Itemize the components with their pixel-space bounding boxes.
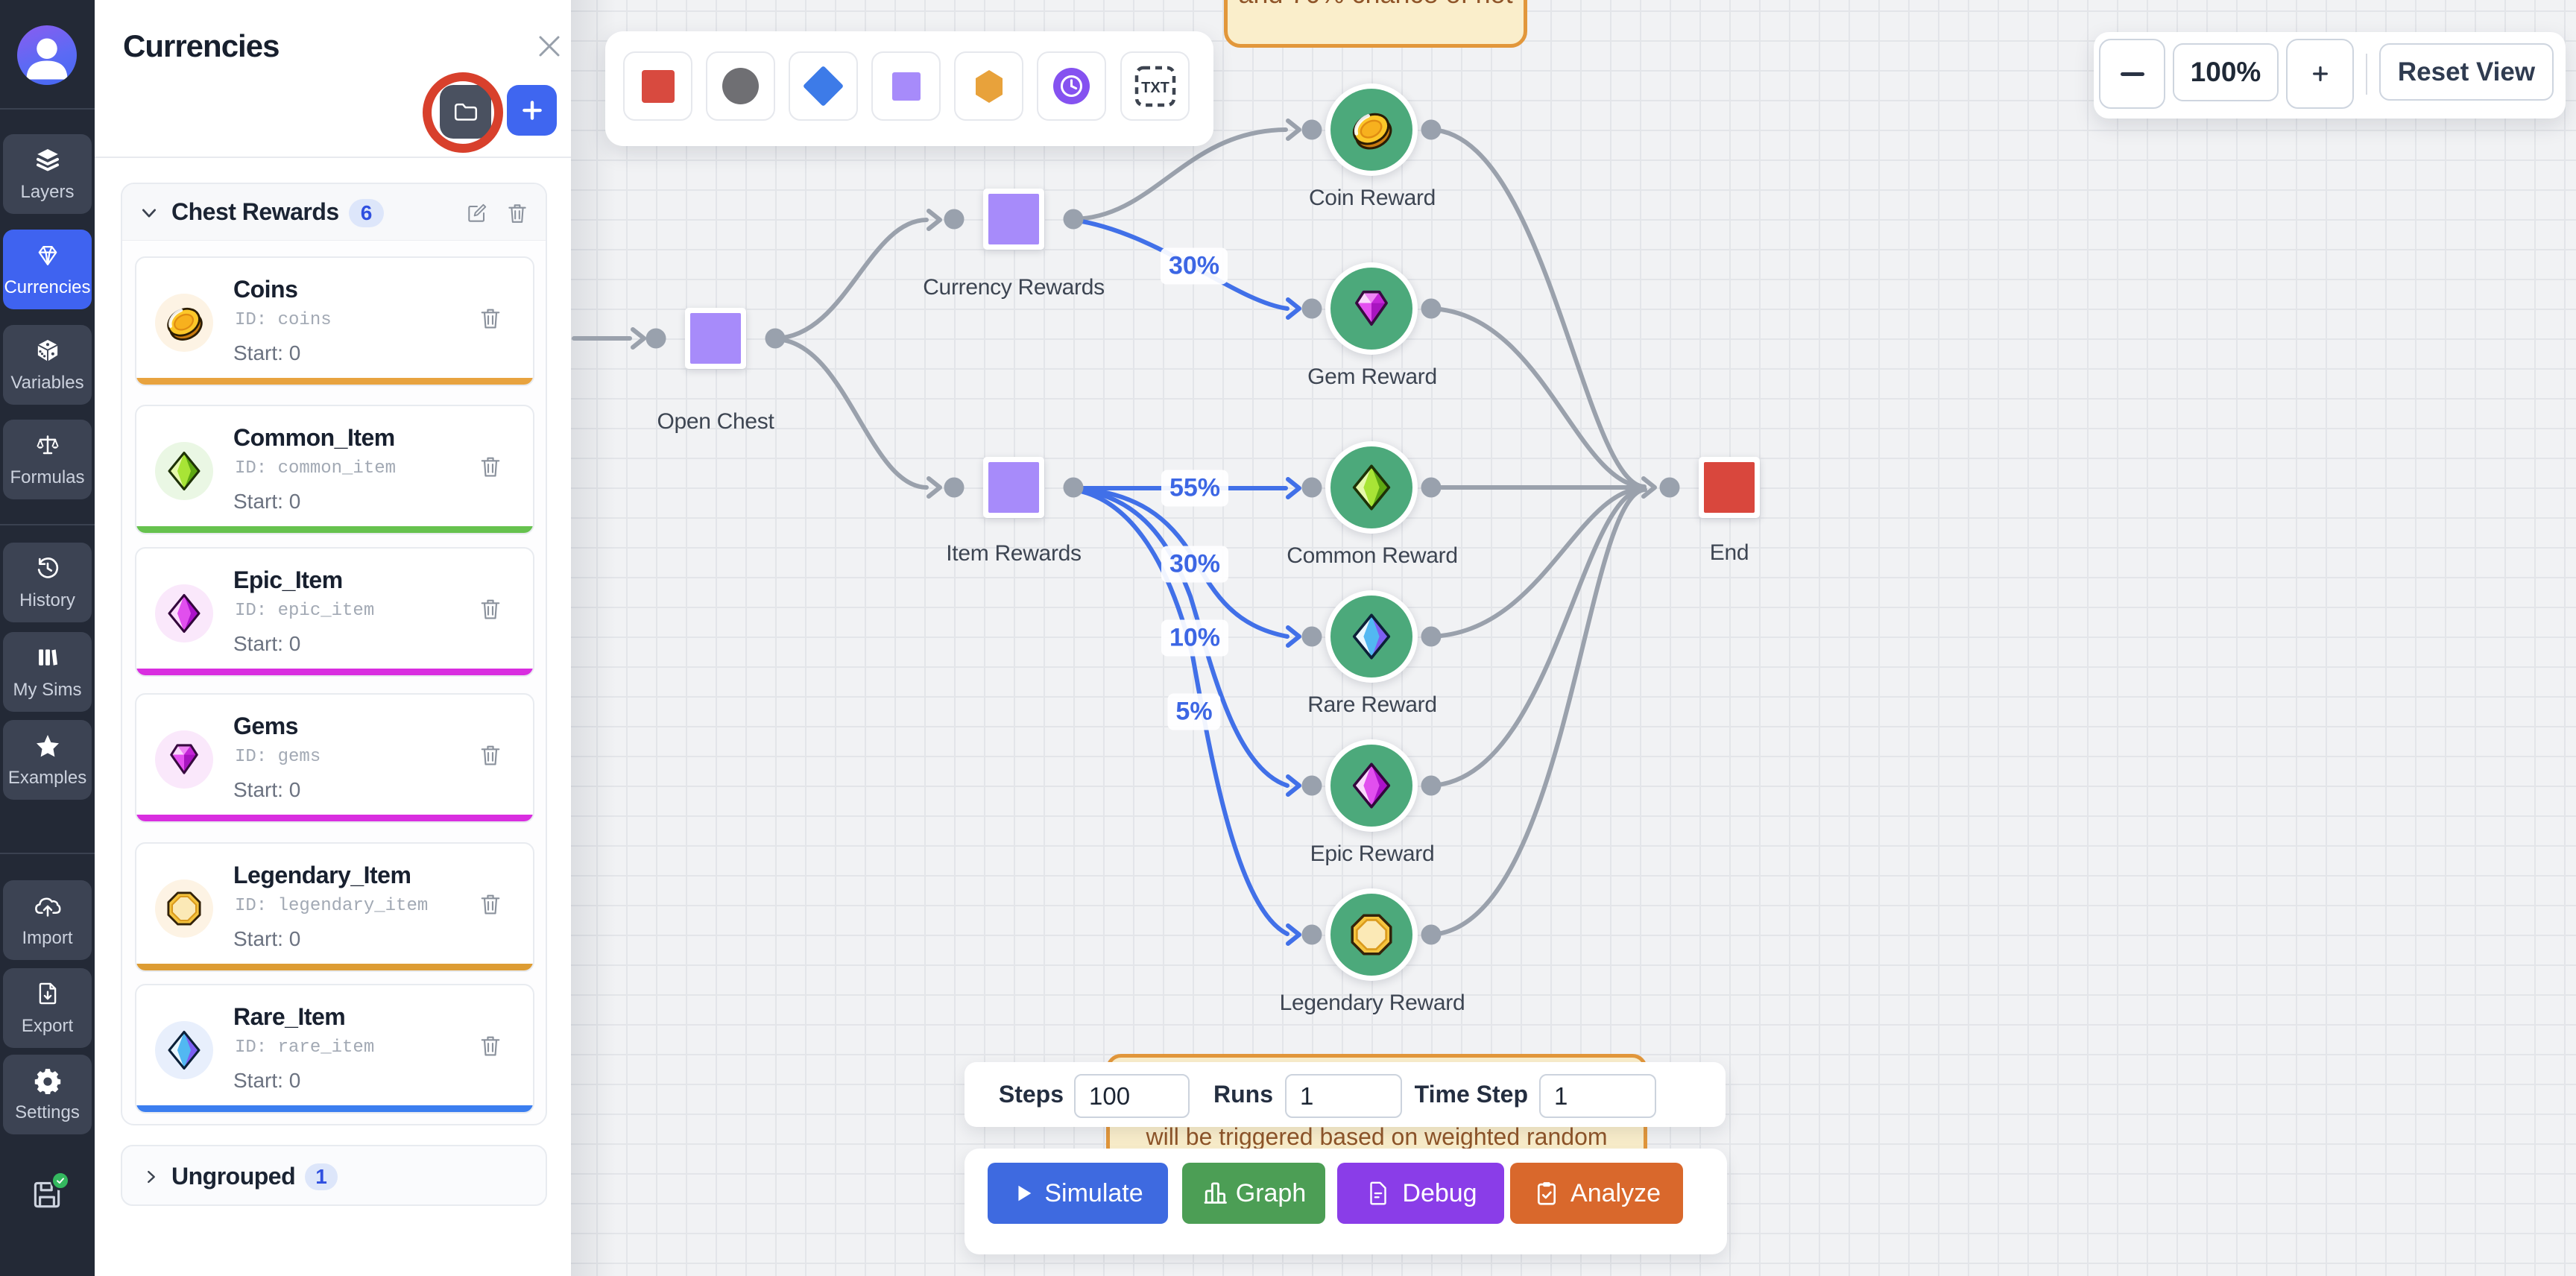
svg-text:TXT: TXT (1141, 80, 1169, 96)
